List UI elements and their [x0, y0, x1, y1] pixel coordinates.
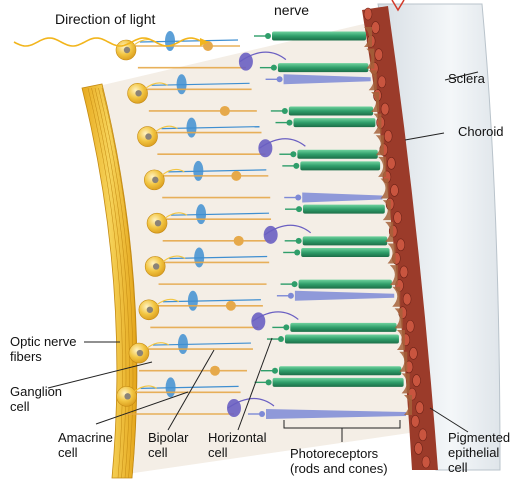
rod-segment — [303, 236, 387, 245]
photoreceptor-body — [296, 206, 302, 212]
ganglion-nucleus — [137, 350, 143, 356]
choroid-vessel — [384, 130, 392, 142]
amacrine-cell-label: Amacrine cell — [58, 430, 113, 460]
bipolar-cell — [166, 377, 176, 397]
ganglion-nucleus — [155, 220, 161, 226]
bipolar-cell — [193, 161, 203, 181]
rod-segment — [297, 150, 377, 159]
photoreceptor-body — [295, 195, 301, 201]
choroid-vessel — [394, 212, 402, 224]
choroid-vessel — [372, 22, 380, 34]
optic-nerve-fibers-label: Optic nerve fibers — [10, 334, 76, 364]
photoreceptor-body — [277, 76, 283, 82]
choroid-vessel — [403, 293, 411, 305]
ganglion-cell-label: Ganglion cell — [10, 384, 62, 414]
choroid-vessel — [400, 266, 408, 278]
light-direction-label: Direction of light — [55, 12, 155, 27]
bipolar-cell — [188, 291, 198, 311]
choroid-vessel — [387, 157, 395, 169]
nerve-label: nerve — [274, 3, 309, 18]
choroid-label: Choroid — [458, 124, 504, 139]
ganglion-nucleus — [153, 263, 159, 269]
choroid-vessel — [406, 320, 414, 332]
choroid-vessel — [390, 184, 398, 196]
rod-segment — [293, 118, 375, 127]
photoreceptor-body — [294, 249, 300, 255]
photoreceptor-body — [282, 108, 288, 114]
rod-segment — [278, 63, 368, 72]
rod-segment — [285, 335, 399, 344]
photoreceptor-body — [278, 336, 284, 342]
bipolar-cell — [178, 334, 188, 354]
choroid-vessel — [414, 442, 422, 454]
photoreceptor-body — [265, 33, 271, 39]
choroid-vessel — [422, 456, 430, 468]
amacrine-cell — [226, 301, 236, 311]
rod-segment — [290, 323, 396, 332]
rod-segment — [272, 32, 366, 41]
amacrine-cell — [210, 366, 220, 376]
photoreceptor-body — [290, 151, 296, 157]
choroid-vessel — [419, 429, 427, 441]
photoreceptor-body — [288, 293, 294, 299]
rod-segment — [300, 161, 380, 170]
photoreceptor-body — [259, 411, 265, 417]
photoreceptor-body — [266, 379, 272, 385]
bipolar-cell — [165, 31, 175, 51]
rod-segment — [289, 106, 373, 115]
sclera-label: Sclera — [448, 71, 485, 86]
rod-segment — [299, 280, 392, 289]
ganglion-nucleus — [124, 47, 130, 53]
bipolar-cell — [186, 118, 196, 138]
choroid-vessel — [381, 103, 389, 115]
ganglion-nucleus — [124, 393, 130, 399]
choroid-vessel — [409, 347, 417, 359]
choroid-vessel — [375, 49, 383, 61]
amacrine-cell — [231, 171, 241, 181]
ganglion-nucleus — [147, 307, 153, 313]
photoreceptor-body — [283, 324, 289, 330]
rod-segment — [301, 248, 389, 257]
photoreceptor-body — [293, 163, 299, 169]
choroid-vessel — [397, 239, 405, 251]
ganglion-nucleus — [135, 90, 141, 96]
choroid-vessel — [411, 415, 419, 427]
choroid-vessel — [413, 375, 421, 387]
photoreceptor-body — [292, 281, 298, 287]
rod-segment — [273, 378, 404, 387]
horizontal-cell-label: Horizontal cell — [208, 430, 267, 460]
bipolar-cell — [196, 204, 206, 224]
choroid-vessel — [416, 402, 424, 414]
bipolar-cell — [177, 74, 187, 94]
ganglion-nucleus — [145, 133, 151, 139]
photoreceptor-body — [271, 65, 277, 71]
ganglion-nucleus — [152, 177, 158, 183]
photoreceptor-body — [296, 238, 302, 244]
bipolar-cell-label: Bipolar cell — [148, 430, 188, 460]
bipolar-cell — [194, 247, 204, 267]
amacrine-cell — [234, 236, 244, 246]
choroid-vessel — [364, 8, 372, 20]
choroid-vessel — [378, 76, 386, 88]
rod-segment — [303, 205, 385, 214]
amacrine-cell — [220, 106, 230, 116]
rod-segment — [279, 366, 401, 375]
photoreceptor-body — [272, 368, 278, 374]
pigmented-epithelial-cell-label: Pigmented epithelial cell — [448, 430, 510, 475]
photoreceptor-body — [286, 120, 292, 126]
photoreceptors-label: Photoreceptors (rods and cones) — [290, 446, 388, 476]
